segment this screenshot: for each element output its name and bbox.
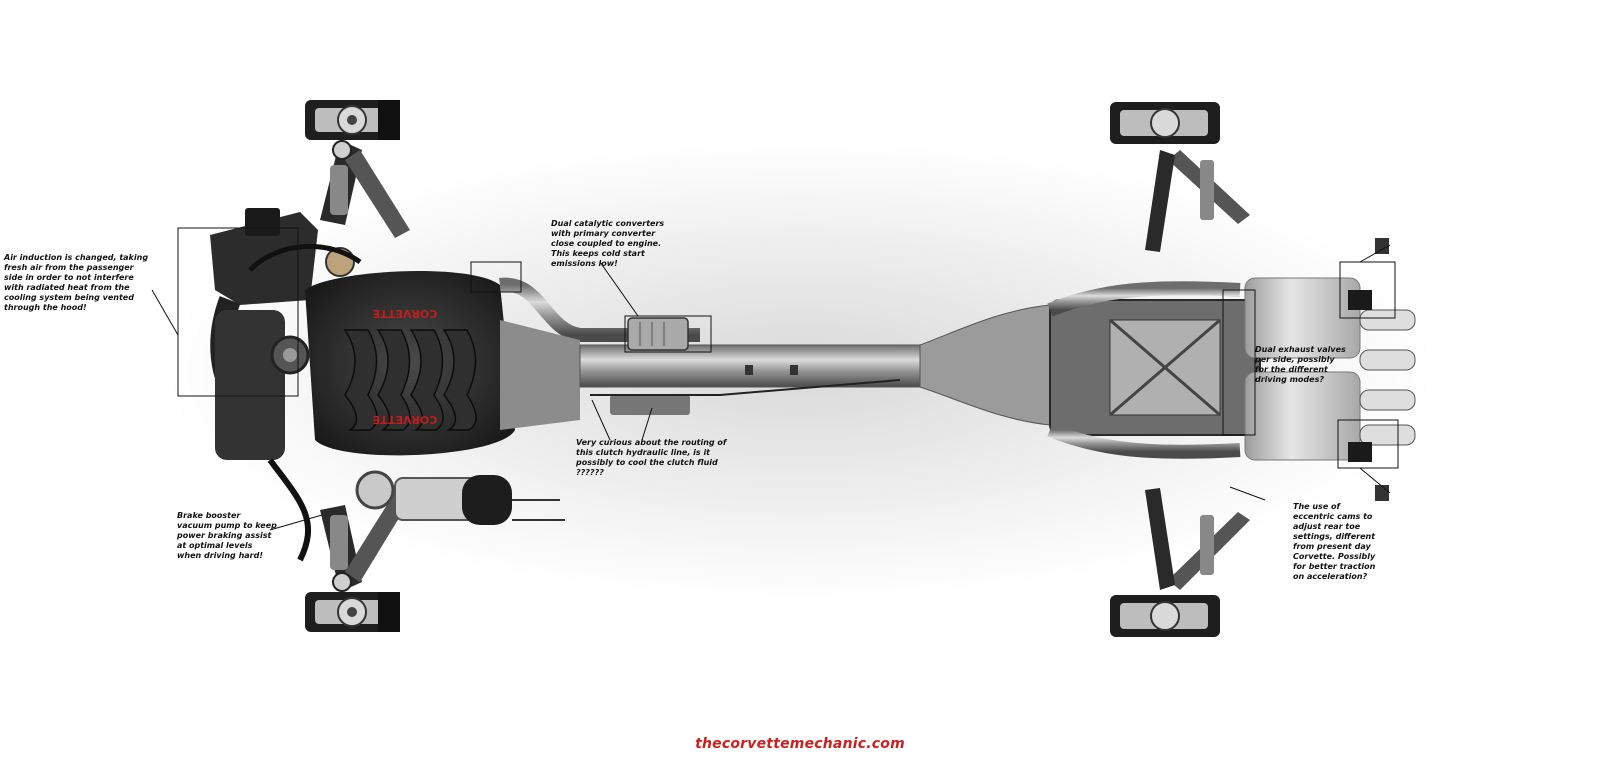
callout-box-valve-upper bbox=[1339, 261, 1396, 319]
front-right-hub bbox=[305, 492, 410, 632]
annotation-exhaust-valves: Dual exhaust valves per side, possibly f… bbox=[1255, 345, 1346, 384]
engine-block: CORVETTE CORVETTE bbox=[210, 208, 565, 562]
site-credit: thecorvettemechanic.com bbox=[695, 736, 905, 752]
annotation-air-induction: Air induction is changed, taking fresh a… bbox=[4, 253, 149, 312]
callout-box-cat bbox=[624, 315, 712, 353]
leader-line-clutch-a bbox=[591, 399, 611, 441]
callout-box-primary-cat bbox=[470, 261, 522, 293]
leader-line-brake bbox=[269, 514, 323, 531]
rear-left-hub bbox=[1110, 102, 1250, 252]
callout-box-valves bbox=[1222, 289, 1256, 436]
leader-line-valve-upper bbox=[1359, 244, 1391, 263]
annotation-brake-booster: Brake booster vacuum pump to keep power … bbox=[177, 511, 277, 560]
leader-line-air bbox=[151, 289, 179, 336]
front-left-hub bbox=[305, 100, 410, 238]
callout-box-valve-lower bbox=[1337, 419, 1399, 469]
leader-line-clutch-b bbox=[641, 407, 653, 441]
leader-line-valve-lower bbox=[1359, 467, 1391, 494]
rear-suspension bbox=[1110, 102, 1250, 637]
leader-line-cat bbox=[599, 261, 639, 317]
leader-line-cams bbox=[1229, 486, 1266, 501]
annotation-catalytic-converters: Dual catalytic converters with primary c… bbox=[551, 219, 665, 268]
annotation-eccentric-cams: The use of eccentric cams to adjust rear… bbox=[1293, 502, 1376, 581]
callout-box-air-intake bbox=[177, 227, 299, 397]
rear-transaxle bbox=[1047, 238, 1416, 501]
engine-cover-mark-bottom: CORVETTE bbox=[373, 413, 438, 426]
callouts bbox=[151, 227, 1399, 531]
annotation-clutch-line: Very curious about the routing of this c… bbox=[576, 438, 727, 477]
front-suspension bbox=[305, 100, 410, 632]
engine-cover-mark-top: CORVETTE bbox=[373, 307, 438, 320]
rear-right-hub bbox=[1110, 488, 1250, 637]
